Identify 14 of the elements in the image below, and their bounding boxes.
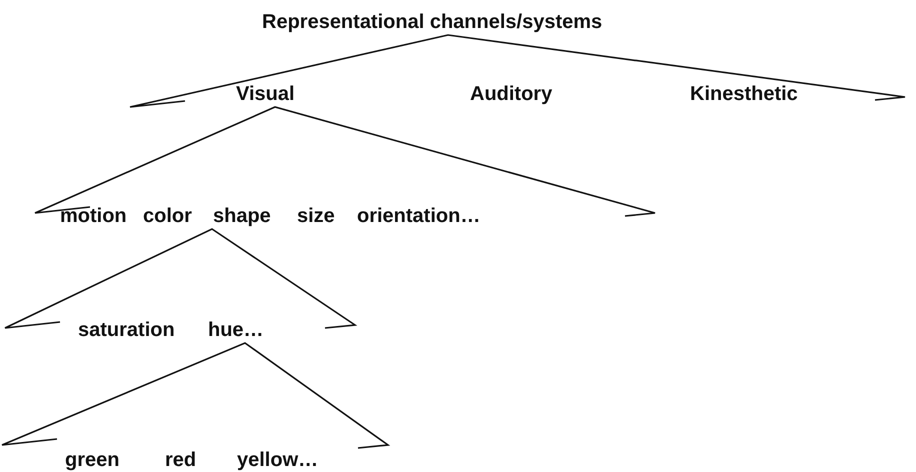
tree-node-label: yellow…	[237, 448, 318, 472]
tree-node-label: color	[143, 204, 192, 228]
tree-node-label: shape	[213, 204, 271, 228]
tree-node-label: Representational channels/systems	[262, 10, 602, 34]
tree-node-label: orientation…	[357, 204, 480, 228]
tree-node-label: Visual	[236, 82, 295, 106]
tree-node-label: Auditory	[470, 82, 552, 106]
tree-node-label: hue…	[208, 318, 264, 342]
tree-node-label: saturation	[78, 318, 175, 342]
tree-node-label: green	[65, 448, 120, 472]
tree-node-label: red	[165, 448, 196, 472]
tree-node-label: size	[297, 204, 335, 228]
tree-node-label: Kinesthetic	[690, 82, 798, 106]
tree-node-label: motion	[60, 204, 127, 228]
